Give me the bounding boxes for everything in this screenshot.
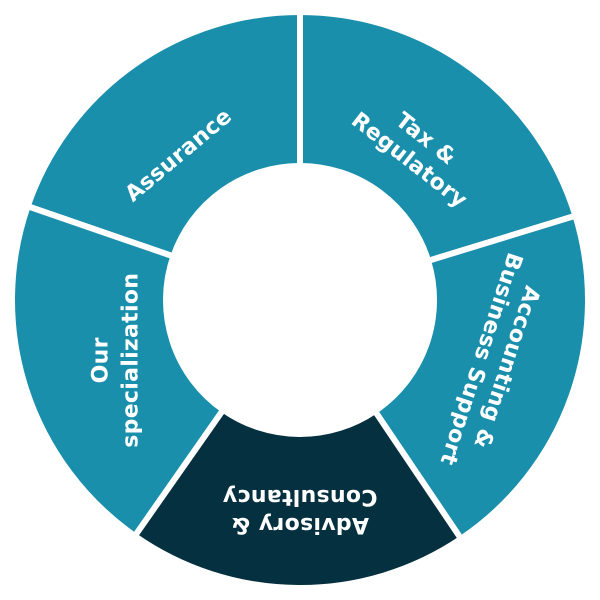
segment-label-line: specialization: [119, 273, 144, 448]
segment-label-line: Our: [89, 337, 114, 383]
segment-label-line: Consultancy: [223, 484, 378, 509]
segment-label-line: Advisory &: [231, 512, 369, 537]
center-hole: [166, 166, 434, 434]
segment-label-advisory-consultancy: Advisory & Consultancy: [223, 484, 378, 537]
